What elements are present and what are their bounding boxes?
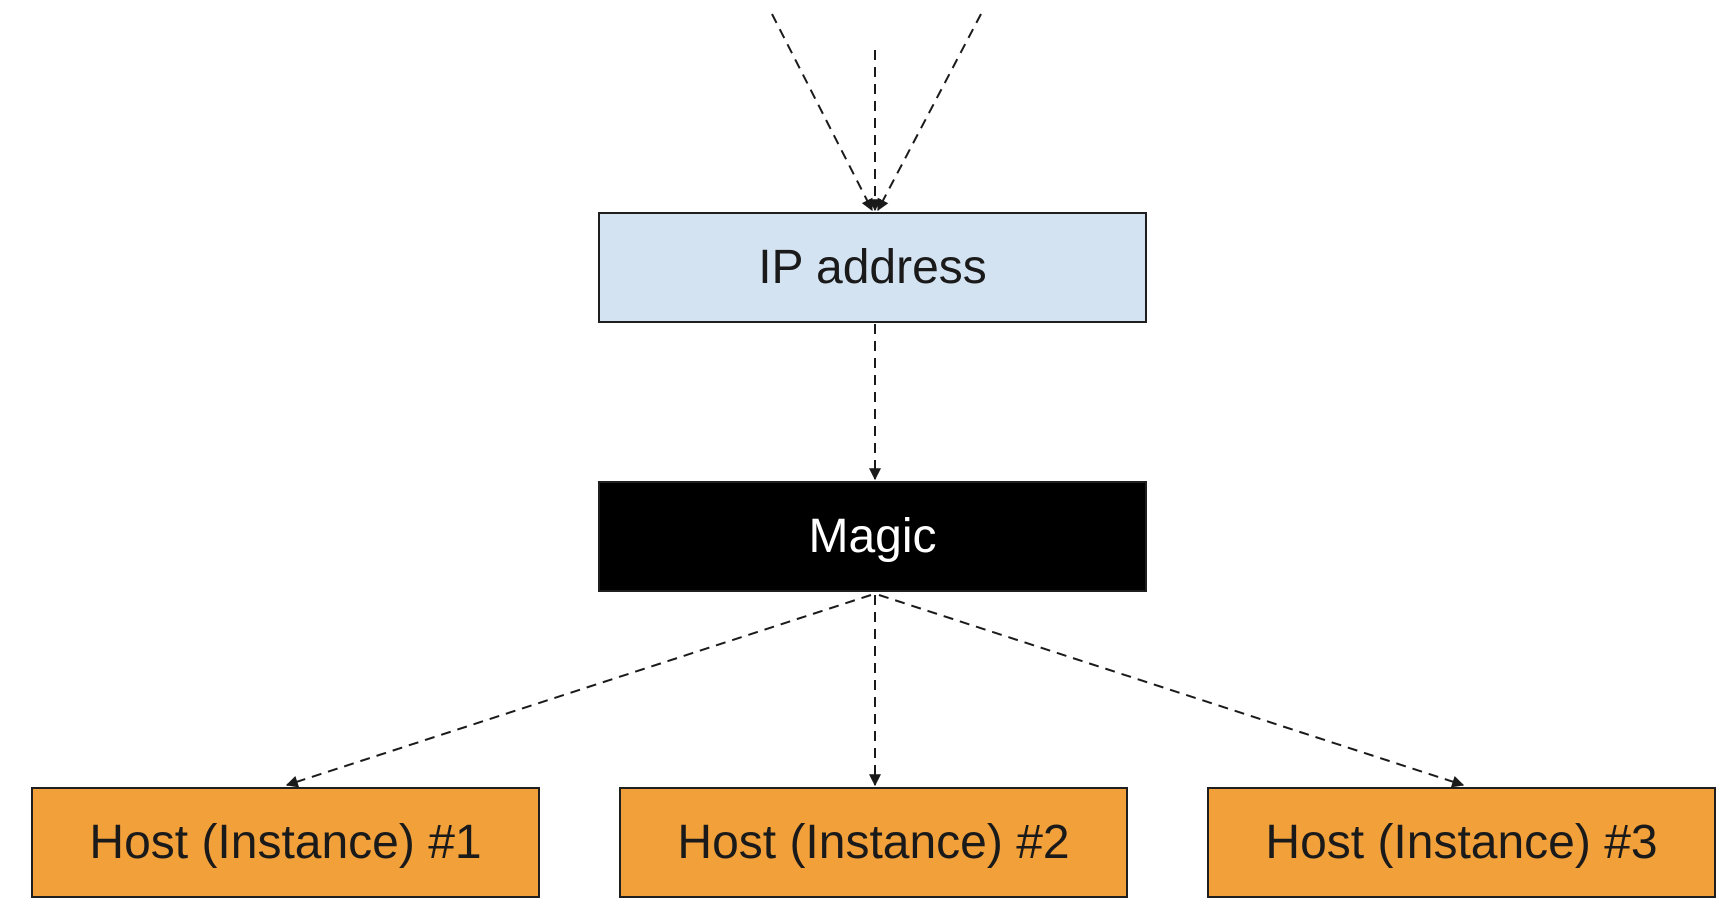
- host-instance-1-label: Host (Instance) #1: [89, 815, 482, 869]
- magic-node: Magic: [598, 481, 1147, 592]
- host-instance-3-node: Host (Instance) #3: [1207, 787, 1716, 898]
- ip-address-label: IP address: [758, 240, 987, 294]
- magic-label: Magic: [808, 509, 937, 563]
- edge-magic-to-host1: [285, 594, 872, 788]
- incoming-edge-left: [771, 13, 873, 212]
- host-instance-3-label: Host (Instance) #3: [1265, 815, 1658, 869]
- host-instance-1-node: Host (Instance) #1: [31, 787, 540, 898]
- host-instance-2-node: Host (Instance) #2: [619, 787, 1128, 898]
- host-instance-2-label: Host (Instance) #2: [677, 815, 1070, 869]
- edge-magic-to-host3: [878, 594, 1465, 788]
- incoming-edge-right: [877, 13, 982, 212]
- ip-address-node: IP address: [598, 212, 1147, 323]
